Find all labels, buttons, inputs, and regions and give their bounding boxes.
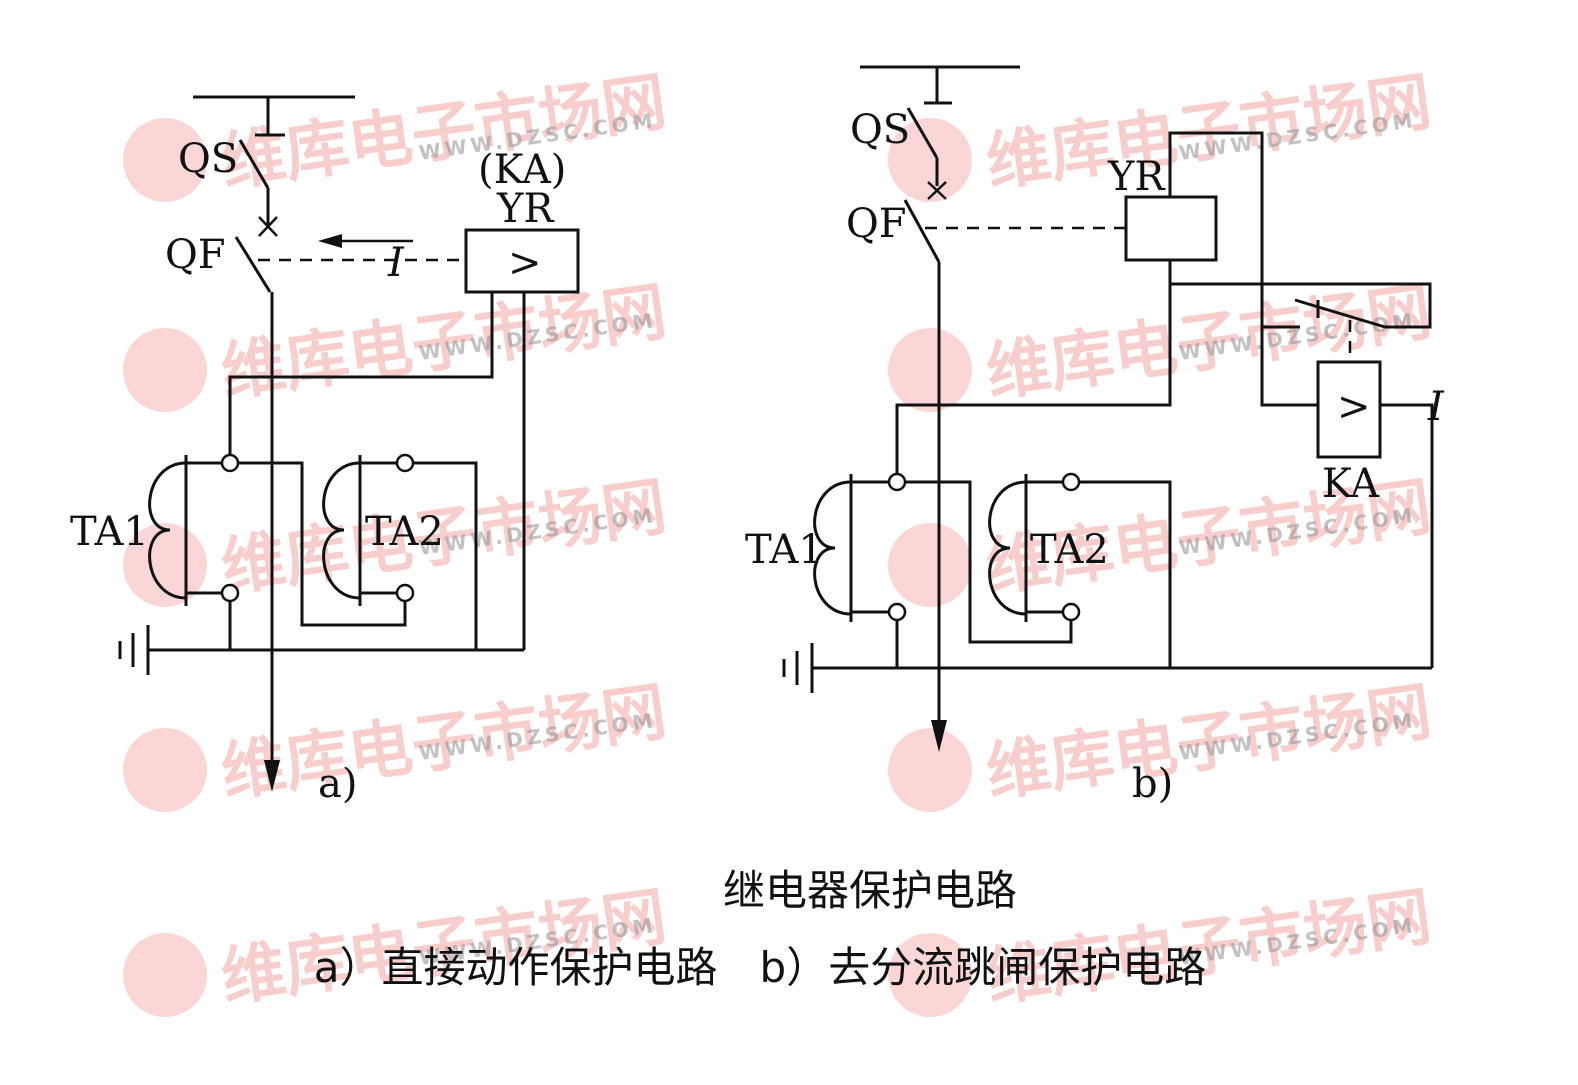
label-current-b: I bbox=[1427, 384, 1445, 430]
load-arrow-b bbox=[931, 720, 947, 752]
label-ta2-b: TA2 bbox=[1030, 527, 1109, 573]
yr-coil-b bbox=[1124, 195, 1218, 262]
ta1-coil-b bbox=[813, 472, 907, 622]
ka-relay-b bbox=[1316, 360, 1382, 459]
label-yr-b: YR bbox=[1107, 154, 1166, 200]
sub-label-a: a) bbox=[318, 761, 357, 807]
qf-breaker-b bbox=[903, 199, 941, 263]
label-qf-b: QF bbox=[846, 201, 907, 247]
circuit-a: I > (KA) YR QS QF TA1 TA2 bbox=[70, 95, 580, 807]
qs-switch-b bbox=[906, 107, 939, 159]
qs-cross-a bbox=[258, 216, 278, 237]
watermark-7: 维库电子市场网 WWW.DZSC.COM bbox=[123, 675, 671, 812]
qs-cross-b bbox=[927, 181, 947, 200]
relay-box-a bbox=[464, 228, 580, 294]
label-ka-a: (KA) bbox=[478, 147, 566, 193]
ground-icon-b bbox=[782, 643, 814, 693]
caption-subtitle: a）直接动作保护电路 b）去分流跳闸保护电路 bbox=[314, 943, 1206, 992]
label-qs-b: QS bbox=[850, 107, 910, 153]
label-yr-a: YR bbox=[496, 186, 555, 232]
ta2-coil-a bbox=[322, 453, 415, 606]
relay-symbol-b: > bbox=[1337, 384, 1371, 430]
label-qf-a: QF bbox=[165, 232, 226, 278]
label-ta2-a: TA2 bbox=[365, 509, 444, 555]
label-ka-b: KA bbox=[1322, 461, 1380, 507]
caption-title: 继电器保护电路 bbox=[723, 866, 1017, 915]
ground-icon-a bbox=[118, 625, 150, 675]
label-qs-a: QS bbox=[178, 136, 238, 182]
sub-label-b: b) bbox=[1132, 761, 1173, 807]
label-ta1-b: TA1 bbox=[745, 527, 824, 573]
watermark-3: 维库电子市场网 WWW.DZSC.COM bbox=[123, 275, 671, 412]
relay-symbol-a: > bbox=[508, 240, 542, 286]
ta1-coil-a bbox=[148, 453, 240, 606]
qf-breaker-a bbox=[234, 236, 272, 293]
wire-relay-left-a bbox=[228, 292, 494, 463]
qs-switch-a bbox=[238, 139, 270, 189]
label-current-a: I bbox=[387, 240, 405, 286]
circuit-b: QS QF YR > KA I TA1 bbox=[745, 65, 1445, 807]
load-arrow-a bbox=[264, 760, 280, 792]
ka-contact-b bbox=[1294, 298, 1386, 329]
label-ta1-a: TA1 bbox=[70, 509, 149, 555]
